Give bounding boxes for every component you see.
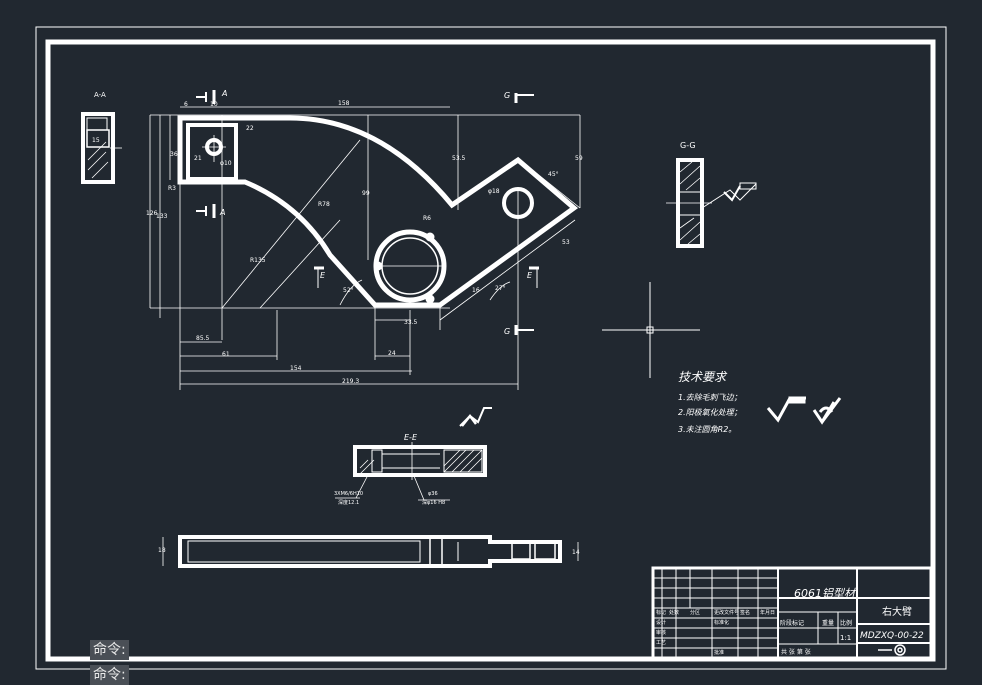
svg-text:G-G: G-G <box>680 141 696 150</box>
bottom-side-view: 18 14 <box>158 535 580 568</box>
svg-text:MDZXQ-00-22: MDZXQ-00-22 <box>860 631 924 641</box>
inner-border <box>45 39 936 662</box>
svg-text:3.未注圆角R2。: 3.未注圆角R2。 <box>678 425 736 434</box>
svg-text:24: 24 <box>388 350 396 357</box>
svg-text:G: G <box>504 91 510 100</box>
svg-text:分区: 分区 <box>690 609 700 616</box>
svg-text:R6: R6 <box>423 215 431 222</box>
upper-pocket <box>186 123 238 181</box>
svg-text:1:1: 1:1 <box>840 634 851 642</box>
section-mark-labels: A A G G E E <box>219 89 533 336</box>
svg-text:16: 16 <box>472 287 480 294</box>
crosshair-cursor <box>602 282 700 378</box>
svg-text:126: 126 <box>146 210 158 217</box>
tech-requirements: 技术要求 1.去除毛刺飞边； 2.阳极氧化处理； 3.未注圆角R2。 <box>678 370 742 434</box>
svg-text:E: E <box>320 271 326 280</box>
svg-text:A: A <box>219 208 225 217</box>
svg-text:工艺: 工艺 <box>656 640 666 646</box>
svg-text:154: 154 <box>290 365 302 372</box>
outer-border <box>35 26 947 670</box>
svg-text:99: 99 <box>362 190 370 197</box>
svg-text:15: 15 <box>92 137 100 144</box>
svg-text:深度12.1: 深度12.1 <box>338 499 359 506</box>
svg-text:φ10: φ10 <box>220 160 232 167</box>
svg-text:处数: 处数 <box>669 609 679 616</box>
svg-text:设计: 设计 <box>656 619 666 626</box>
section-g-g: G-G <box>666 141 757 248</box>
svg-text:审核: 审核 <box>656 629 666 636</box>
svg-text:36: 36 <box>170 151 178 158</box>
section-symbols <box>196 90 539 335</box>
title-block: 6061铝型材 右大臂 MDZXQ-00-22 1:1 阶段标记 重量 比例 共… <box>651 566 933 660</box>
svg-text:标记: 标记 <box>656 609 666 616</box>
svg-text:共 张 第 张: 共 张 第 张 <box>781 648 811 656</box>
svg-text:批准: 批准 <box>714 649 724 656</box>
svg-text:33.5: 33.5 <box>404 319 418 326</box>
command-line-2[interactable]: 命令: <box>90 665 129 685</box>
svg-text:219.3: 219.3 <box>342 378 359 385</box>
svg-text:更改文件号: 更改文件号 <box>714 609 739 616</box>
svg-text:53: 53 <box>562 239 570 246</box>
svg-text:R3: R3 <box>168 185 176 192</box>
svg-text:6061铝型材: 6061铝型材 <box>794 587 857 600</box>
svg-text:158: 158 <box>338 100 350 107</box>
svg-text:14: 14 <box>572 549 580 556</box>
svg-text:22: 22 <box>246 125 254 132</box>
command-line-1[interactable]: 命令: <box>90 640 129 660</box>
svg-text:R135: R135 <box>250 257 266 264</box>
svg-text:比例: 比例 <box>840 619 852 627</box>
section-e-e: E-E 3XM6/6H10 深度12.1 φ36 深φ16 H8 <box>334 407 492 506</box>
svg-text:阶段标记: 阶段标记 <box>780 619 804 627</box>
svg-text:2.阳极氧化处理；: 2.阳极氧化处理； <box>678 408 742 417</box>
svg-text:φ18: φ18 <box>488 188 500 195</box>
svg-text:R78: R78 <box>318 201 330 208</box>
main-part-view <box>149 106 581 390</box>
svg-text:52°: 52° <box>343 287 354 294</box>
svg-text:21: 21 <box>194 155 202 162</box>
svg-text:φ36: φ36 <box>428 491 438 497</box>
svg-text:标准化: 标准化 <box>714 619 729 626</box>
svg-text:G: G <box>504 327 510 336</box>
svg-text:签名: 签名 <box>740 609 750 616</box>
svg-text:45°: 45° <box>548 171 559 178</box>
svg-text:3XM6/6H10: 3XM6/6H10 <box>334 491 363 497</box>
svg-text:技术要求: 技术要求 <box>678 370 728 384</box>
svg-text:右大臂: 右大臂 <box>882 605 912 618</box>
svg-text:E: E <box>527 271 533 280</box>
svg-text:6: 6 <box>184 101 188 108</box>
svg-text:10: 10 <box>210 101 218 108</box>
svg-text:年月日: 年月日 <box>760 609 775 616</box>
svg-text:E-E: E-E <box>404 433 418 442</box>
svg-text:61: 61 <box>222 351 230 358</box>
svg-text:A-A: A-A <box>94 91 106 99</box>
part-outline <box>177 115 579 308</box>
svg-text:18: 18 <box>158 547 166 554</box>
svg-text:59: 59 <box>575 155 583 162</box>
svg-text:85.5: 85.5 <box>196 335 210 342</box>
dimension-labels: 6 10 158 22 36 21 φ10 R3 R78 R135 126 13… <box>146 100 583 385</box>
section-a-a: A-A 15 <box>81 91 122 184</box>
svg-text:重量: 重量 <box>822 619 834 627</box>
svg-text:53.5: 53.5 <box>452 155 466 162</box>
svg-text:1.去除毛刺飞边；: 1.去除毛刺飞边； <box>678 393 742 402</box>
svg-text:133: 133 <box>156 213 168 220</box>
svg-text:27°: 27° <box>495 285 506 292</box>
projection-symbol-icon <box>878 644 906 656</box>
roughness-symbols <box>766 396 842 425</box>
svg-text:A: A <box>221 89 227 98</box>
svg-text:深φ16 H8: 深φ16 H8 <box>422 499 445 506</box>
